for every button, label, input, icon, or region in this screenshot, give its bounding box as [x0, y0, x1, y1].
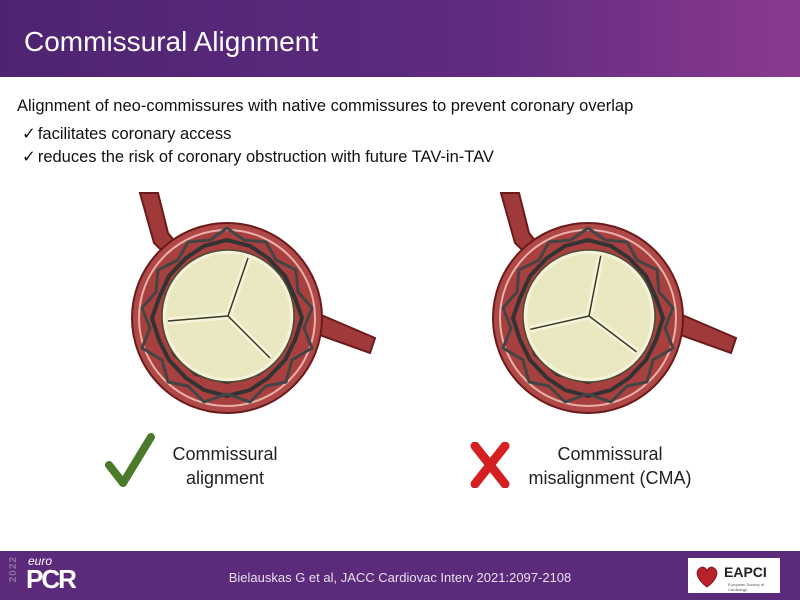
- bullet-text: facilitates coronary access: [37, 125, 232, 143]
- bullet-item: ✓facilitates coronary access: [22, 124, 231, 144]
- bullet-text: reduces the risk of coronary obstruction…: [37, 148, 494, 166]
- europcr-logo: PCR: [26, 564, 77, 594]
- europcr-logo-euro: euro: [28, 554, 53, 568]
- cross-icon: [470, 442, 510, 488]
- eapci-logo: EAPCI European Society of Cardiology: [688, 558, 780, 593]
- checkmark-icon: ✓: [22, 148, 36, 166]
- checkmark-icon: ✓: [22, 125, 36, 143]
- bullet-item: ✓reduces the risk of coronary obstructio…: [22, 147, 494, 167]
- checkmark-icon: [105, 433, 155, 487]
- aligned-valve-illustration: [131, 192, 376, 414]
- citation: Bielauskas G et al, JACC Cardiovac Inter…: [228, 570, 572, 585]
- lead-text: Alignment of neo-commissures with native…: [17, 97, 634, 115]
- misaligned-valve-illustration: [492, 192, 737, 414]
- title-bar: Commissural Alignment: [0, 0, 800, 77]
- heart-icon: [696, 566, 718, 588]
- footer-bar: [0, 551, 800, 600]
- slide-title: Commissural Alignment: [24, 26, 319, 57]
